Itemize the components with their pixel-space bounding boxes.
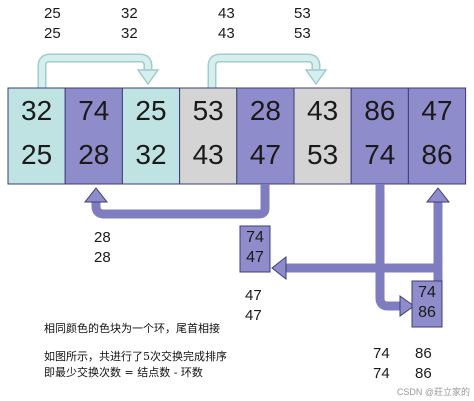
arrowhead-teal (136, 69, 160, 86)
small-box-middle (239, 225, 271, 273)
arrow-curve-teal-inner (39, 55, 151, 88)
cell-1 (64, 87, 123, 185)
cell-top-value: 32 (21, 95, 53, 126)
arrowhead-down-to-box (399, 295, 415, 317)
cell-6 (350, 87, 409, 185)
cell-top-value: 74 (78, 95, 110, 126)
cell-7 (407, 87, 467, 185)
cell-bottom-value: 32 (135, 139, 167, 170)
cell-bottom-value: 43 (192, 139, 224, 170)
cell-bottom-value: 86 (421, 139, 453, 170)
cell-bottom-value: 28 (78, 139, 110, 170)
cell-bottom-value: 47 (249, 139, 281, 170)
cell-0 (7, 87, 66, 185)
cell-top-value: 43 (307, 95, 339, 126)
note-line-2: 如图所示，共进行了5次交换完成排序 (44, 350, 227, 363)
cell-top-value: 47 (421, 95, 453, 126)
cell-top-value: 53 (192, 95, 224, 126)
arrow-curve-gray-inner (209, 55, 319, 88)
cell-3 (179, 87, 238, 185)
cell-bottom-value: 53 (307, 139, 339, 170)
cell-top-value: 86 (364, 95, 396, 126)
cell-top-value: 25 (135, 95, 167, 126)
cell-5 (293, 87, 352, 185)
cell-row (7, 87, 467, 185)
arrow-down-to-box (375, 184, 402, 311)
cell-2 (121, 87, 181, 185)
watermark: CSDN @莊立家的 (396, 387, 470, 397)
note-line-3: 即最少交换次数 = 结点数 - 环数 (44, 366, 203, 379)
arrow-back-to-74 (91, 184, 270, 219)
arrowhead-up-to-47 (425, 187, 451, 203)
arrow-curve-teal (37, 53, 153, 88)
note-line-1: 相同颜色的色块为一个环，尾首相接 (44, 322, 220, 335)
arrowhead-back-to-74 (83, 187, 109, 203)
cell-bottom-value: 25 (21, 139, 53, 170)
cell-top-value: 28 (249, 95, 281, 126)
small-box-bottom (411, 280, 443, 328)
arrowhead-gray (304, 69, 328, 86)
arrowhead-left-to-box (271, 255, 287, 281)
arrow-curve-gray (207, 53, 321, 88)
cell-bottom-value: 74 (364, 139, 396, 170)
